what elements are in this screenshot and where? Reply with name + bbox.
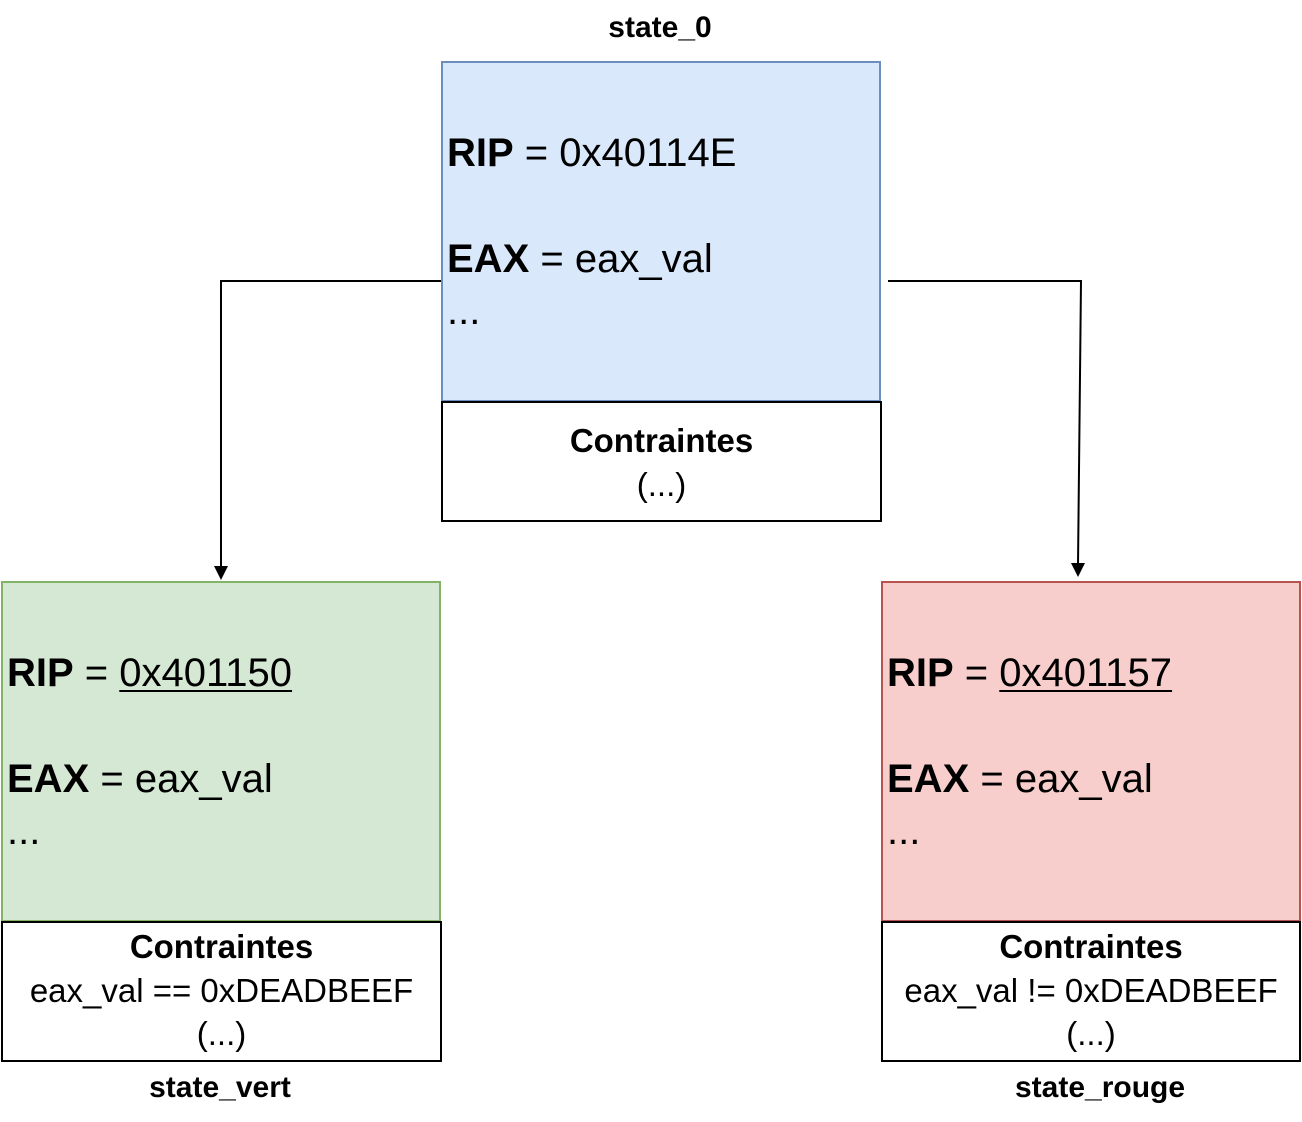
constraints-title: Contraintes bbox=[569, 422, 754, 459]
eax-label: EAX bbox=[7, 757, 90, 801]
state-rouge-registers: RIP = 0x401157 EAX = eax_val ... bbox=[881, 581, 1301, 922]
eax-value: eax_val bbox=[1014, 757, 1153, 801]
rip-equals: = bbox=[513, 131, 560, 175]
state-0-registers: RIP = 0x40114E EAX = eax_val ... bbox=[441, 61, 881, 402]
state-0-title: state_0 bbox=[608, 11, 712, 44]
eax-equals: = bbox=[529, 237, 575, 281]
rip-value: 0x401157 bbox=[999, 651, 1173, 695]
constraint-line: eax_val == 0xDEADBEEF bbox=[29, 971, 414, 1009]
state-vert-ellipsis: ... bbox=[7, 809, 41, 853]
rip-label: RIP bbox=[7, 651, 74, 695]
rip-label: RIP bbox=[447, 131, 514, 175]
rip-label: RIP bbox=[887, 651, 954, 695]
arrowhead-rouge bbox=[1071, 563, 1085, 577]
eax-equals: = bbox=[969, 757, 1015, 801]
eax-equals: = bbox=[89, 757, 135, 801]
state-rouge-ellipsis: ... bbox=[887, 809, 921, 853]
arrowhead-vert bbox=[214, 566, 228, 580]
edge-state0-to-vert bbox=[220, 280, 444, 568]
edge-state0-to-rouge bbox=[888, 280, 1083, 566]
constraint-line: (...) bbox=[636, 465, 687, 503]
eax-label: EAX bbox=[887, 757, 970, 801]
constraints-title: Contraintes bbox=[129, 928, 314, 965]
state-vert-title: state_vert bbox=[149, 1071, 291, 1104]
state-vert-constraints: Contraintes eax_val == 0xDEADBEEF (...) bbox=[1, 921, 442, 1062]
rip-equals: = bbox=[73, 651, 120, 695]
rip-equals: = bbox=[953, 651, 1000, 695]
state-rouge-title: state_rouge bbox=[1014, 1071, 1186, 1104]
constraint-line: (...) bbox=[1066, 1015, 1116, 1053]
state-rouge-constraints: Contraintes eax_val != 0xDEADBEEF (...) bbox=[881, 921, 1301, 1062]
state-vert-eax-line: EAX = eax_val bbox=[7, 759, 273, 799]
constraints-title: Contraintes bbox=[999, 928, 1183, 965]
state-0-rip-line: RIP = 0x40114E bbox=[447, 133, 736, 173]
eax-value: eax_val bbox=[134, 757, 273, 801]
state-0-eax-line: EAX = eax_val bbox=[447, 239, 713, 279]
state-vert-rip-line: RIP = 0x401150 bbox=[7, 653, 292, 693]
state-0-constraints: Contraintes (...) bbox=[441, 401, 882, 522]
state-vert-registers: RIP = 0x401150 EAX = eax_val ... bbox=[1, 581, 441, 922]
state-rouge-eax-line: EAX = eax_val bbox=[887, 759, 1153, 799]
state-0-ellipsis: ... bbox=[447, 289, 481, 333]
rip-value: 0x40114E bbox=[559, 131, 737, 175]
eax-value: eax_val bbox=[574, 237, 713, 281]
constraint-line: eax_val != 0xDEADBEEF bbox=[904, 971, 1278, 1009]
eax-label: EAX bbox=[447, 237, 530, 281]
state-rouge-rip-line: RIP = 0x401157 bbox=[887, 653, 1172, 693]
rip-value: 0x401150 bbox=[119, 651, 293, 695]
constraint-line: (...) bbox=[196, 1015, 247, 1053]
